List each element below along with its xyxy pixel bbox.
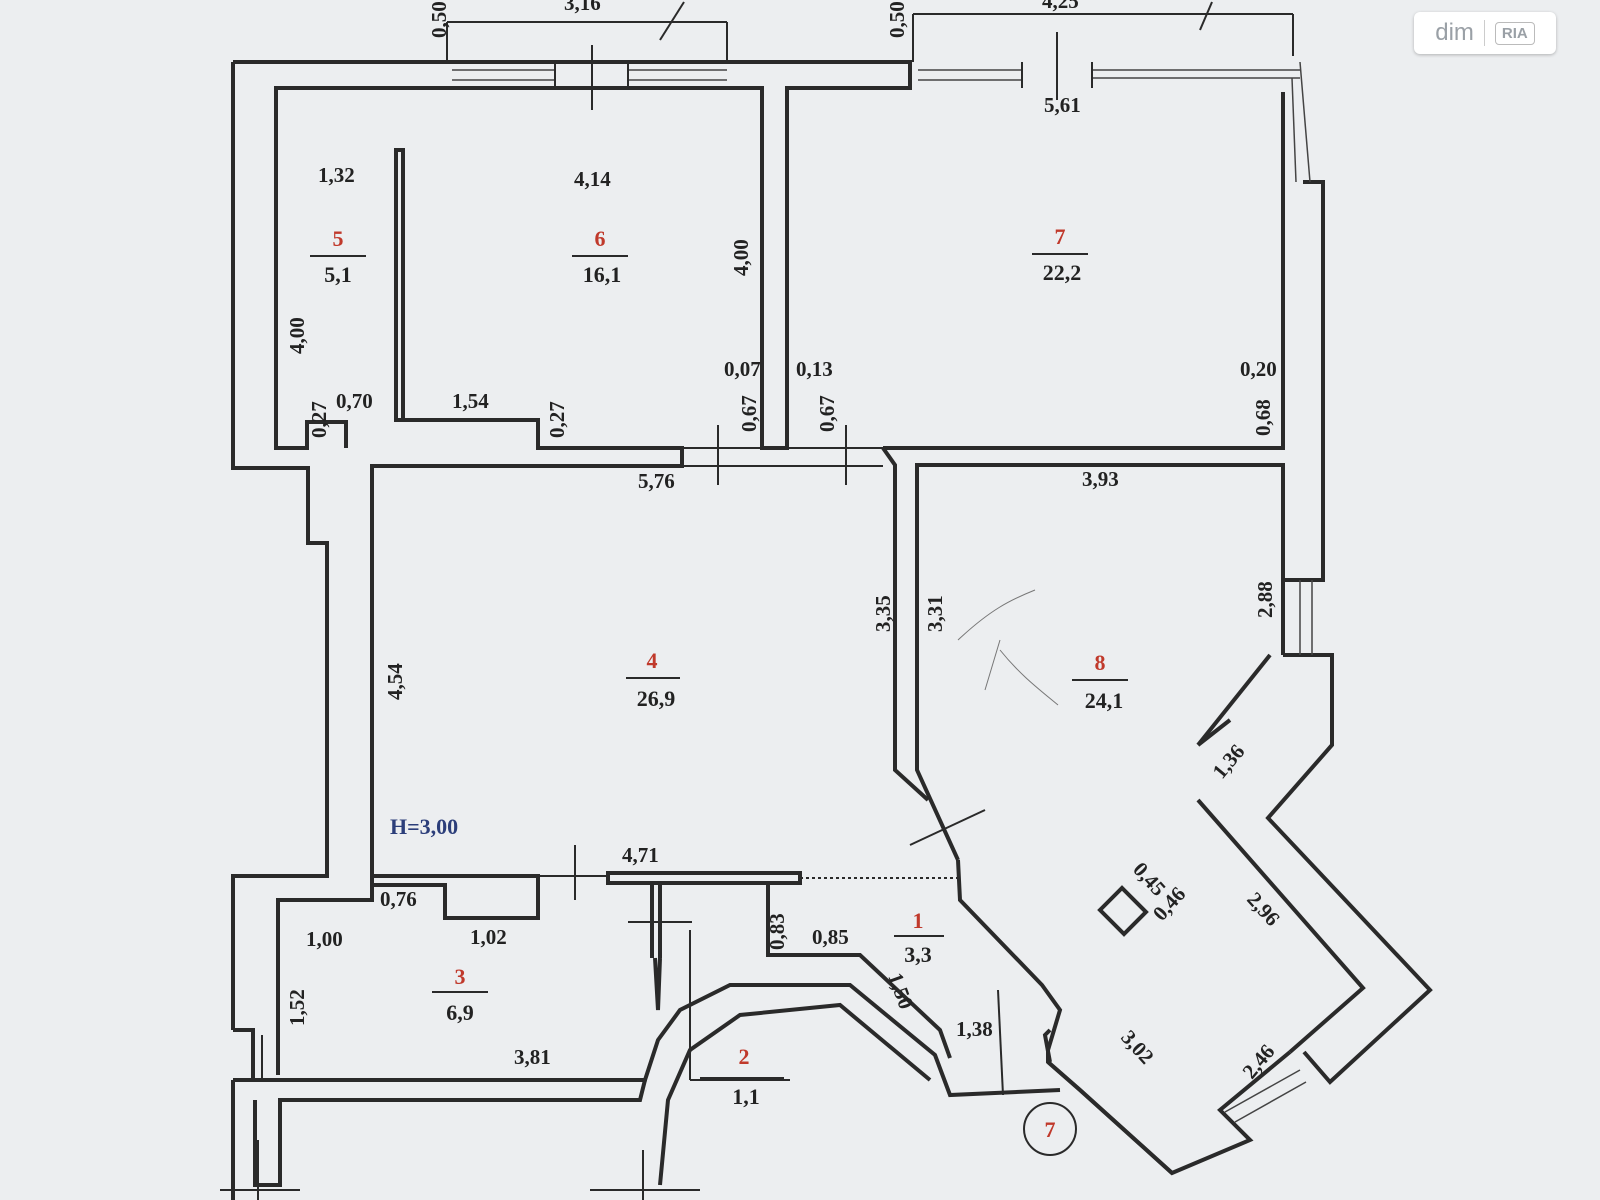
dimension-labels: 3,16 4,25 5,61 1,32 4,14 0,70 1,54 0,07 … — [306, 0, 1277, 1069]
room-area: 5,1 — [324, 262, 352, 287]
room-label-3: 3 6,9 — [432, 964, 488, 1025]
dim-r5-bottom-a: 0,27 — [307, 401, 331, 438]
dim-r7-top: 5,61 — [1044, 93, 1081, 117]
dim-r1-c: 1,50 — [883, 970, 918, 1013]
room-area: 6,9 — [446, 1000, 474, 1025]
watermark-brand: dim — [1435, 19, 1474, 46]
dim-r8-top: 3,93 — [1082, 467, 1119, 491]
room-number: 6 — [595, 226, 606, 251]
windows — [220, 32, 1313, 1200]
room-area: 16,1 — [583, 262, 622, 287]
room-number: 8 — [1095, 650, 1106, 675]
room-area: 26,9 — [637, 686, 676, 711]
room-number: 4 — [647, 648, 658, 673]
room-number: 5 — [333, 226, 344, 251]
dim-r4-right: 3,35 — [871, 595, 895, 632]
dim-r8-diag-d: 2,46 — [1237, 1040, 1279, 1084]
room-area: 24,1 — [1085, 688, 1124, 713]
room-label-2: 2 1,1 — [700, 1044, 784, 1109]
dim-r6-bottom-a: 1,54 — [452, 389, 489, 413]
dim-wall-a: 0,07 — [724, 357, 761, 381]
watermark-divider — [1483, 20, 1485, 46]
dim-r6-top: 4,14 — [574, 167, 611, 191]
dim-top-left-span: 3,16 — [564, 0, 601, 15]
dim-r3-bottom: 3,81 — [514, 1045, 551, 1069]
dim-r4-left: 4,54 — [383, 663, 407, 700]
dim-r3-side: 1,52 — [285, 989, 309, 1026]
dim-r7-right-a: 0,20 — [1240, 357, 1277, 381]
room-label-5: 5 5,1 — [310, 226, 366, 287]
room-number: 2 — [739, 1044, 750, 1069]
watermark-badge: dim RIA — [1414, 12, 1556, 54]
ceiling-height: H=3,00 — [390, 814, 458, 839]
dim-r6-bottom-b: 0,27 — [545, 401, 569, 438]
walls — [231, 60, 1433, 1200]
dim-r5-bottom-b: 0,70 — [336, 389, 373, 413]
dim-r5-top: 1,32 — [318, 163, 355, 187]
top-dimension-lines — [446, 1, 1294, 62]
dim-door-b: 0,67 — [815, 395, 839, 432]
dim-r4-bottom: 4,71 — [622, 843, 659, 867]
dim-top-left-offset: 0,50 — [427, 1, 451, 38]
dim-top-right-span: 4,25 — [1042, 0, 1079, 13]
dim-r3-top-c: 1,02 — [470, 925, 507, 949]
room-area: 22,2 — [1043, 260, 1082, 285]
dim-r8-diag-a: 1,36 — [1207, 740, 1249, 784]
room-number: 7 — [1055, 224, 1066, 249]
room-labels: 1 3,3 2 1,1 3 6,9 4 26,9 5 5,1 6 16,1 — [310, 224, 1128, 1109]
dim-r8-right: 2,88 — [1253, 581, 1277, 618]
dim-r3-top-b: 1,00 — [306, 927, 343, 951]
room-label-8: 8 24,1 — [1072, 650, 1128, 713]
dim-r1-d: 1,38 — [956, 1017, 993, 1041]
dim-r7-right-b: 0,68 — [1251, 399, 1275, 436]
room-number: 3 — [455, 964, 466, 989]
stair-marker: 7 — [1023, 1102, 1077, 1156]
dim-wall-b: 0,13 — [796, 357, 833, 381]
dim-r6-side: 4,00 — [729, 239, 753, 276]
room-label-7: 7 22,2 — [1032, 224, 1088, 285]
watermark-sub: RIA — [1494, 21, 1535, 45]
room-area: 3,3 — [904, 942, 932, 967]
room-number: 1 — [913, 908, 924, 933]
dim-r8-diag-c: 3,02 — [1116, 1025, 1158, 1068]
dim-r5-side: 4,00 — [285, 317, 309, 354]
room-area: 1,1 — [732, 1084, 760, 1109]
dim-r1-a: 0,83 — [765, 913, 789, 950]
dim-r4-top: 5,76 — [638, 469, 675, 493]
dim-r1-b: 0,85 — [812, 925, 849, 949]
room-label-1: 1 3,3 — [894, 908, 944, 967]
room-label-4: 4 26,9 — [626, 648, 680, 711]
room-label-6: 6 16,1 — [572, 226, 628, 287]
dim-r3-top-a: 0,76 — [380, 887, 417, 911]
pencil-scribble — [957, 589, 1059, 706]
dim-top-right-offset: 0,50 — [885, 1, 909, 38]
dim-r8-left: 3,31 — [923, 595, 947, 632]
stair-marker-number: 7 — [1045, 1117, 1056, 1142]
dim-door-a: 0,67 — [737, 395, 761, 432]
